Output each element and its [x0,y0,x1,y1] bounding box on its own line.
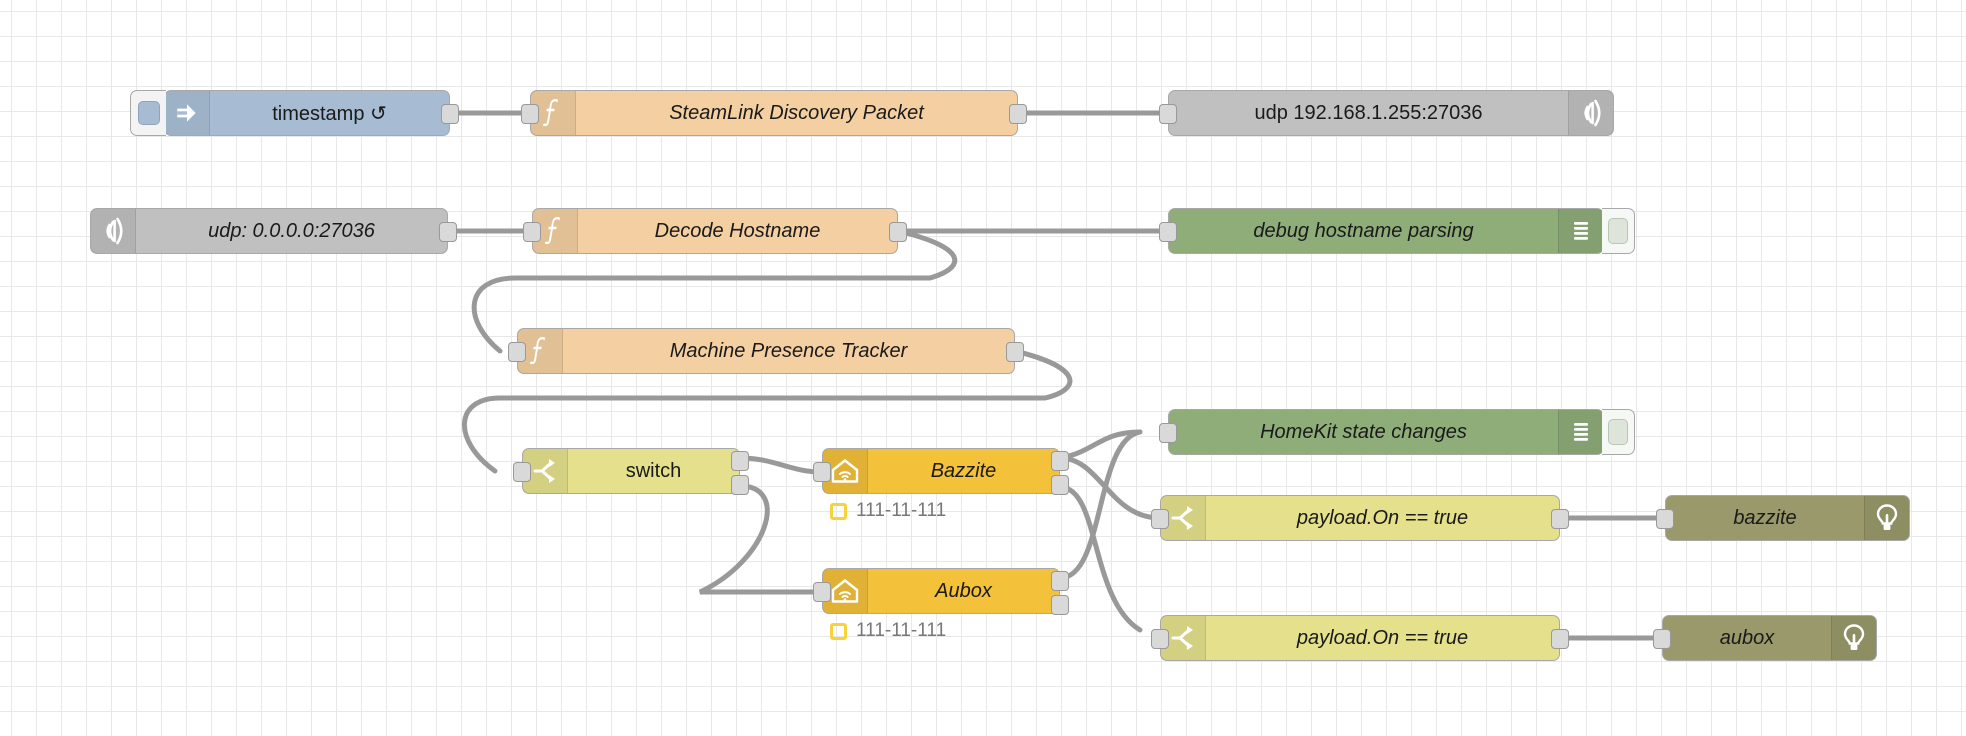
wire-bazzite-out1-cross [1057,484,1143,633]
input-port[interactable] [1159,222,1177,242]
node-homekit-aubox[interactable]: Aubox [813,568,1069,615]
inject-knob [137,100,160,125]
node-label: Bazzite [930,459,997,482]
node-label: Aubox [935,579,992,602]
wire-switch-to-aubox [698,483,825,595]
lightbulb-icon [1831,616,1876,660]
node-light-bazzite[interactable]: bazzite [1656,495,1910,541]
input-port[interactable] [1159,423,1177,443]
output-port-1[interactable] [1051,595,1069,615]
wire-bazzite-to-debug-homekit [1057,429,1143,461]
input-port[interactable] [1653,629,1671,649]
wire-aubox-to-debug-homekit [1057,429,1143,581]
debug-enable-button[interactable] [1602,207,1635,254]
node-label: HomeKit state changes [1260,420,1467,443]
status-indicator-icon [830,622,847,640]
udp-broadcast-icon [91,209,136,253]
output-port-0[interactable] [1051,571,1069,591]
node-label: udp 192.168.1.255:27036 [1254,101,1483,124]
node-function-decode-hostname[interactable]: Decode Hostname [523,208,907,254]
input-port[interactable] [1151,509,1169,529]
node-status-bazzite: 111-11-111 [830,500,946,522]
output-port[interactable] [441,104,459,124]
input-port[interactable] [1159,104,1177,124]
node-label: aubox [1719,626,1775,649]
node-label: timestamp ↺ [272,102,387,125]
node-label: bazzite [1733,506,1797,529]
node-label: SteamLink Discovery Packet [669,101,924,124]
node-switch-aubox-payload-on[interactable]: payload.On == true [1151,615,1569,661]
node-light-aubox[interactable]: aubox [1653,615,1877,661]
output-port-1[interactable] [731,475,749,495]
node-status-aubox: 111-11-111 [830,620,946,642]
node-udp-out[interactable]: udp 192.168.1.255:27036 [1159,90,1614,136]
output-port-1[interactable] [1051,475,1069,495]
node-switch-main[interactable]: switch [513,448,749,495]
output-port-0[interactable] [731,451,749,471]
output-port[interactable] [1009,104,1027,124]
node-label: Machine Presence Tracker [669,339,908,362]
node-inject-timestamp[interactable]: timestamp ↺ [130,89,459,136]
debug-enable-button[interactable] [1602,408,1635,455]
node-homekit-bazzite[interactable]: Bazzite [813,448,1069,495]
node-function-machine-presence-tracker[interactable]: Machine Presence Tracker [508,328,1024,374]
node-label: Decode Hostname [654,219,821,242]
node-debug-homekit-state-changes[interactable]: HomeKit state changes [1159,408,1635,455]
output-port-0[interactable] [1051,451,1069,471]
input-port[interactable] [813,462,831,482]
input-port[interactable] [813,582,831,602]
input-port[interactable] [513,462,531,482]
node-label: payload.On == true [1296,506,1469,529]
input-port[interactable] [1656,509,1674,529]
output-port[interactable] [1551,629,1569,649]
status-text: 111-11-111 [856,620,947,641]
node-label: switch [625,459,682,482]
output-port[interactable] [889,222,907,242]
status-indicator-icon [830,502,847,520]
output-port[interactable] [439,222,457,242]
node-udp-in[interactable]: udp: 0.0.0.0:27036 [90,208,457,254]
debug-list-icon [1558,410,1603,454]
debug-list-icon [1558,209,1603,253]
input-port[interactable] [1151,629,1169,649]
input-port[interactable] [521,104,539,124]
debug-toggle-knob [1608,217,1628,244]
node-label: payload.On == true [1296,626,1469,649]
node-label: debug hostname parsing [1253,219,1474,242]
input-port[interactable] [508,342,526,362]
status-text: 111-11-111 [856,500,947,521]
output-port[interactable] [1006,342,1024,362]
lightbulb-icon [1864,496,1909,540]
input-port[interactable] [523,222,541,242]
debug-toggle-knob [1608,418,1628,445]
output-port[interactable] [1551,509,1569,529]
node-switch-bazzite-payload-on[interactable]: payload.On == true [1151,495,1569,541]
arrow-right-icon [165,91,210,135]
node-function-steamlink[interactable]: SteamLink Discovery Packet [521,90,1027,136]
node-label: udp: 0.0.0.0:27036 [208,219,375,242]
node-debug-hostname-parsing[interactable]: debug hostname parsing [1159,207,1635,254]
wire-switch-to-bazzite [737,455,825,475]
wire-bazzite-to-switch-on [1057,455,1163,521]
udp-broadcast-icon [1568,91,1613,135]
inject-trigger-button[interactable] [130,89,166,136]
